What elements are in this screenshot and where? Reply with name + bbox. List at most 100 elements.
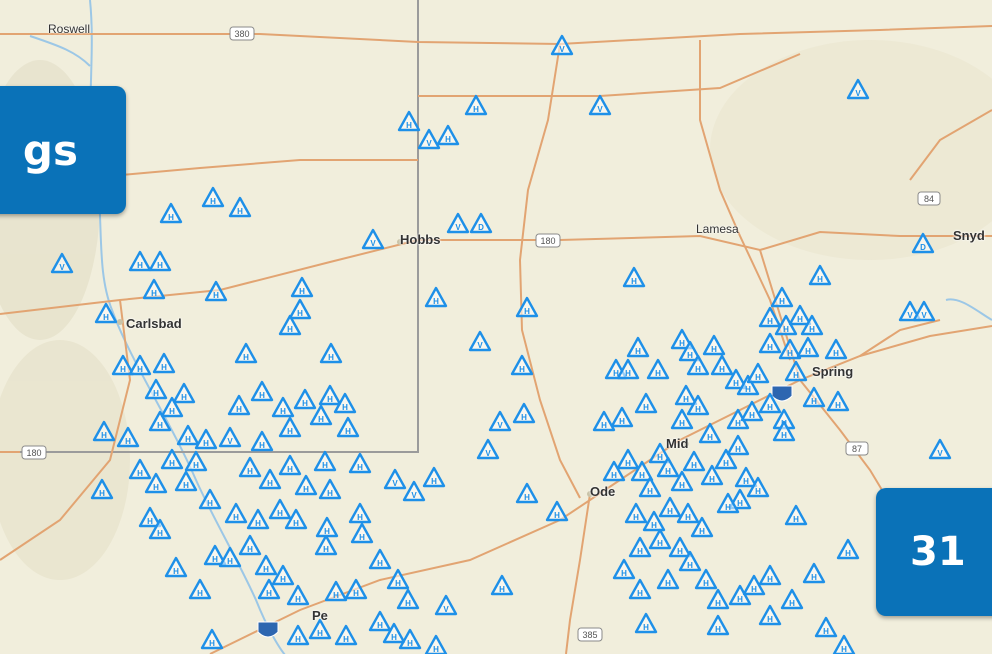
rig-marker-horizontal-well[interactable]: H <box>164 556 188 578</box>
rig-marker-horizontal-well[interactable]: H <box>656 568 680 590</box>
rig-marker-horizontal-well[interactable]: H <box>724 368 748 390</box>
rig-marker-horizontal-well[interactable]: H <box>160 448 184 470</box>
rig-marker-horizontal-well[interactable]: H <box>174 470 198 492</box>
rig-marker-horizontal-well[interactable]: H <box>336 416 360 438</box>
rig-marker-horizontal-well[interactable]: H <box>634 392 658 414</box>
rig-marker-horizontal-well[interactable]: H <box>740 400 764 422</box>
rig-marker-horizontal-well[interactable]: H <box>318 478 342 500</box>
rig-marker-vertical-well[interactable]: V <box>468 330 492 352</box>
rig-marker-horizontal-well[interactable]: H <box>319 342 343 364</box>
rig-marker-horizontal-well[interactable]: H <box>612 558 636 580</box>
rig-marker-horizontal-well[interactable]: H <box>515 296 539 318</box>
rig-marker-horizontal-well[interactable]: H <box>198 488 222 510</box>
rig-marker-horizontal-well[interactable]: H <box>424 634 448 654</box>
rig-marker-horizontal-well[interactable]: H <box>702 334 726 356</box>
rig-marker-vertical-well[interactable]: V <box>218 426 242 448</box>
rig-marker-horizontal-well[interactable]: H <box>286 624 310 646</box>
rig-marker-horizontal-well[interactable]: H <box>148 518 172 540</box>
rig-marker-vertical-well[interactable]: V <box>446 212 470 234</box>
rig-marker-horizontal-well[interactable]: H <box>138 506 162 528</box>
rig-marker-horizontal-well[interactable]: H <box>128 458 152 480</box>
rig-marker-horizontal-well[interactable]: H <box>832 634 856 654</box>
rig-marker-horizontal-well[interactable]: H <box>698 422 722 444</box>
rig-marker-horizontal-well[interactable]: H <box>278 454 302 476</box>
rig-marker-horizontal-well[interactable]: H <box>398 628 422 650</box>
rig-marker-horizontal-well[interactable]: H <box>758 604 782 626</box>
rig-marker-horizontal-well[interactable]: H <box>159 202 183 224</box>
rig-marker-horizontal-well[interactable]: H <box>368 548 392 570</box>
rig-marker-horizontal-well[interactable]: H <box>622 266 646 288</box>
rig-marker-horizontal-well[interactable]: H <box>290 276 314 298</box>
rig-marker-vertical-well[interactable]: V <box>928 438 952 460</box>
rig-marker-horizontal-well[interactable]: H <box>238 534 262 556</box>
rig-marker-vertical-well[interactable]: V <box>898 300 922 322</box>
rig-marker-vertical-well[interactable]: V <box>402 480 426 502</box>
rig-marker-horizontal-well[interactable]: H <box>800 314 824 336</box>
rig-marker-horizontal-well[interactable]: H <box>224 502 248 524</box>
rig-marker-horizontal-well[interactable]: H <box>626 336 650 358</box>
rig-marker-horizontal-well[interactable]: H <box>736 374 760 396</box>
rig-marker-horizontal-well[interactable]: H <box>111 354 135 376</box>
rig-marker-horizontal-well[interactable]: H <box>348 502 372 524</box>
rig-marker-horizontal-well[interactable]: H <box>227 394 251 416</box>
rig-marker-horizontal-well[interactable]: H <box>628 578 652 600</box>
rig-marker-horizontal-well[interactable]: H <box>309 404 333 426</box>
rig-marker-horizontal-well[interactable]: H <box>648 442 672 464</box>
rig-marker-horizontal-well[interactable]: H <box>726 434 750 456</box>
rig-marker-horizontal-well[interactable]: H <box>676 502 700 524</box>
rig-marker-horizontal-well[interactable]: H <box>674 384 698 406</box>
rig-marker-horizontal-well[interactable]: H <box>250 430 274 452</box>
rig-marker-horizontal-well[interactable]: H <box>333 392 357 414</box>
rig-marker-horizontal-well[interactable]: H <box>284 508 308 530</box>
rig-marker-horizontal-well[interactable]: H <box>784 360 808 382</box>
rig-marker-horizontal-well[interactable]: H <box>128 354 152 376</box>
rig-marker-horizontal-well[interactable]: H <box>271 396 295 418</box>
rig-marker-vertical-well[interactable]: V <box>588 94 612 116</box>
rig-marker-horizontal-well[interactable]: H <box>742 574 766 596</box>
rig-marker-horizontal-well[interactable]: H <box>278 416 302 438</box>
rig-marker-horizontal-well[interactable]: H <box>678 340 702 362</box>
rig-marker-horizontal-well[interactable]: H <box>94 302 118 324</box>
rig-marker-horizontal-well[interactable]: H <box>334 624 358 646</box>
rig-marker-horizontal-well[interactable]: H <box>308 618 332 640</box>
rig-marker-horizontal-well[interactable]: H <box>670 328 694 350</box>
rig-marker-horizontal-well[interactable]: H <box>318 384 342 406</box>
rig-marker-horizontal-well[interactable]: H <box>160 396 184 418</box>
rig-marker-horizontal-well[interactable]: H <box>116 426 140 448</box>
rig-marker-horizontal-well[interactable]: H <box>144 378 168 400</box>
rig-marker-horizontal-well[interactable]: H <box>204 280 228 302</box>
rig-marker-vertical-well[interactable]: V <box>476 438 500 460</box>
rig-marker-horizontal-well[interactable]: H <box>714 448 738 470</box>
rig-marker-horizontal-well[interactable]: H <box>313 450 337 472</box>
rig-marker-horizontal-well[interactable]: H <box>545 500 569 522</box>
rig-marker-horizontal-well[interactable]: H <box>144 472 168 494</box>
rig-marker-horizontal-well[interactable]: H <box>746 362 770 384</box>
rig-marker-horizontal-well[interactable]: H <box>246 508 270 530</box>
rig-marker-horizontal-well[interactable]: H <box>824 338 848 360</box>
rig-marker-horizontal-well[interactable]: H <box>436 124 460 146</box>
rig-marker-horizontal-well[interactable]: H <box>624 502 648 524</box>
rig-marker-horizontal-well[interactable]: H <box>148 410 172 432</box>
rig-marker-horizontal-well[interactable]: H <box>616 448 640 470</box>
rig-marker-vertical-well[interactable]: V <box>550 34 574 56</box>
rig-marker-horizontal-well[interactable]: H <box>396 588 420 610</box>
rig-marker-horizontal-well[interactable]: H <box>293 388 317 410</box>
rig-marker-horizontal-well[interactable]: H <box>200 628 224 650</box>
rig-marker-horizontal-well[interactable]: H <box>188 578 212 600</box>
rig-marker-horizontal-well[interactable]: H <box>710 354 734 376</box>
rig-marker-horizontal-well[interactable]: H <box>90 478 114 500</box>
rig-marker-vertical-well[interactable]: V <box>417 128 441 150</box>
rig-marker-horizontal-well[interactable]: H <box>706 588 730 610</box>
rig-marker-horizontal-well[interactable]: H <box>348 452 372 474</box>
rig-marker-vertical-well[interactable]: V <box>50 252 74 274</box>
rig-marker-horizontal-well[interactable]: H <box>268 498 292 520</box>
rig-marker-horizontal-well[interactable]: H <box>808 264 832 286</box>
rig-marker-horizontal-well[interactable]: H <box>658 496 682 518</box>
rig-marker-horizontal-well[interactable]: H <box>656 456 680 478</box>
rig-marker-horizontal-well[interactable]: H <box>490 574 514 596</box>
rig-marker-horizontal-well[interactable]: H <box>682 450 706 472</box>
rig-marker-horizontal-well[interactable]: H <box>258 468 282 490</box>
